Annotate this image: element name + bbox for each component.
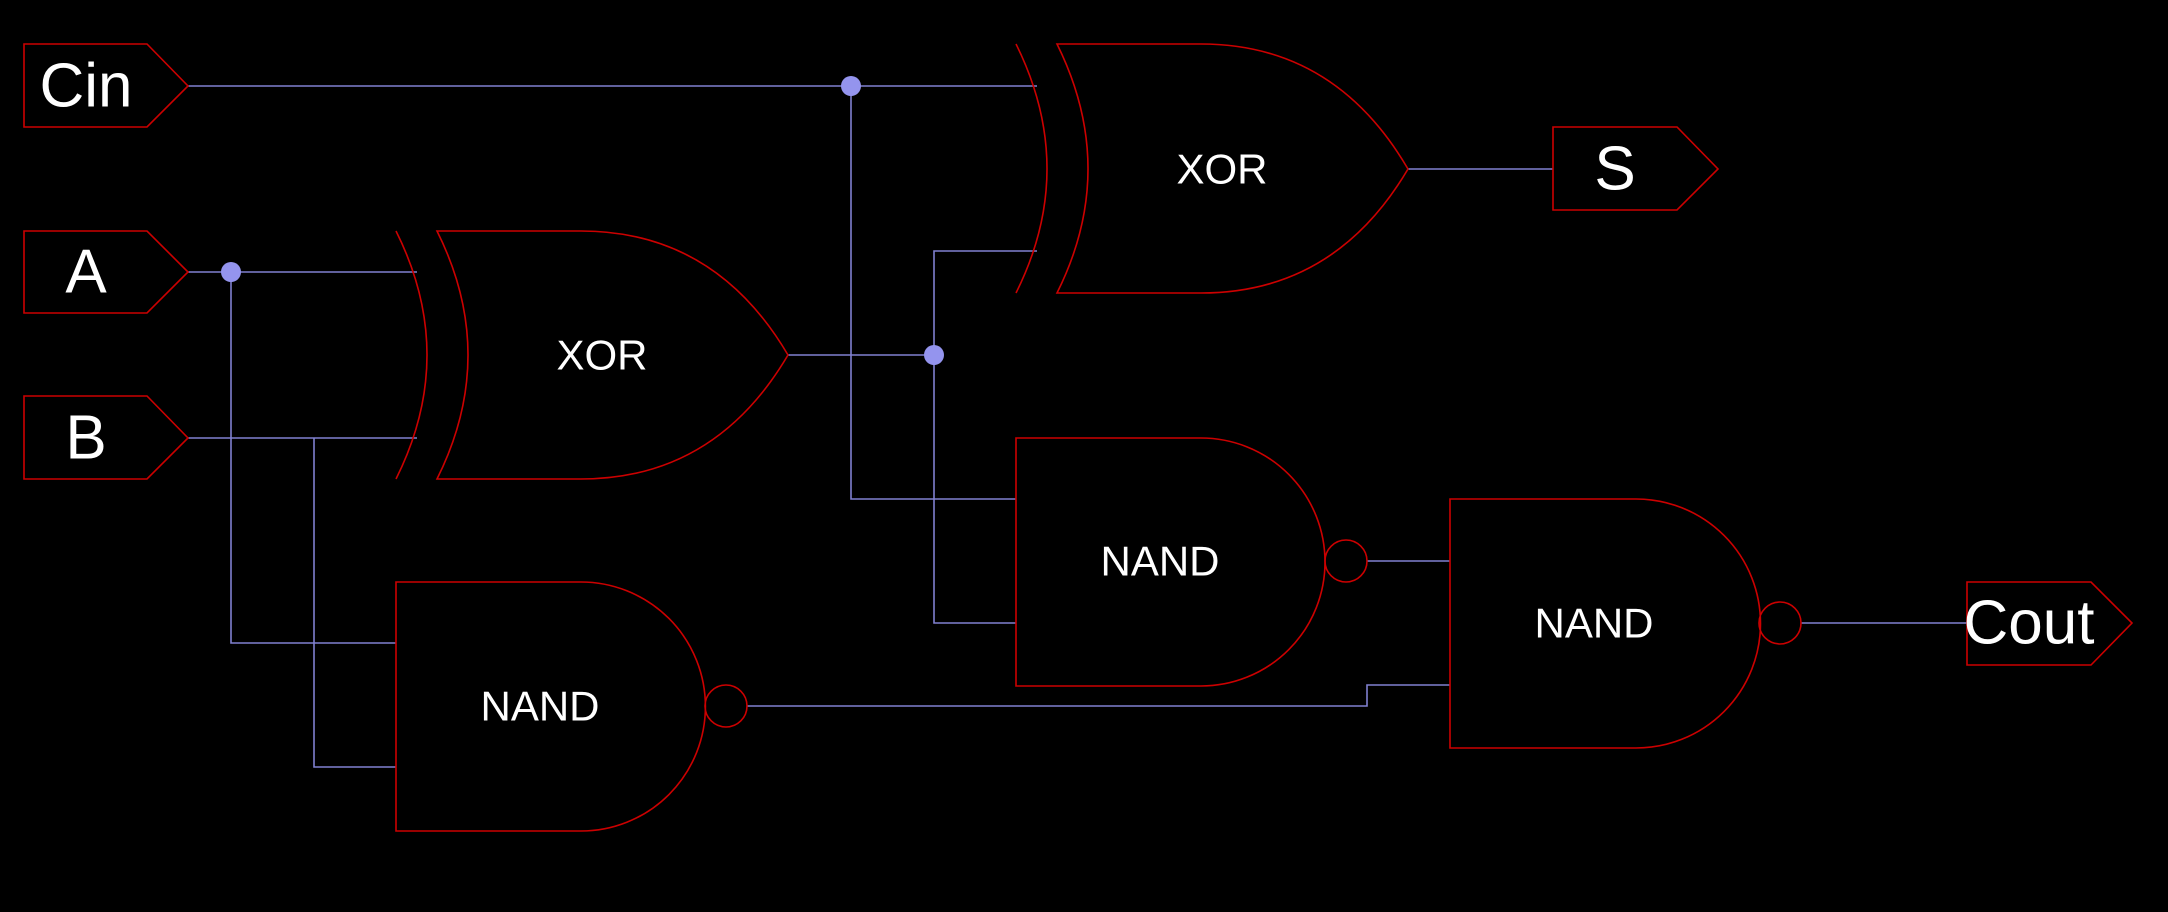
nand-gate-cx-body bbox=[1015, 437, 1326, 687]
input-label-cin: Cin bbox=[39, 52, 132, 121]
nand-gate-cx-bubble bbox=[1324, 539, 1368, 583]
wire-xor1-to-xor2 bbox=[933, 250, 1037, 355]
xor-gate-2: XOR bbox=[1015, 43, 1409, 294]
junction-cin bbox=[841, 76, 861, 96]
junction-xor1-out bbox=[924, 345, 944, 365]
output-port-s: S bbox=[1552, 126, 1720, 211]
wire-cin-to-nand-cx bbox=[850, 86, 1016, 500]
xor-gate-2-label: XOR bbox=[1176, 146, 1267, 193]
nand-gate-cx: NAND bbox=[1015, 437, 1368, 687]
wires bbox=[188, 85, 1967, 768]
nand-gate-ab-label: NAND bbox=[480, 683, 599, 730]
nand-gate-ab: NAND bbox=[395, 581, 748, 832]
input-port-cin: Cin bbox=[23, 43, 190, 128]
nand-gate-out-label: NAND bbox=[1534, 600, 1653, 647]
xor-gate-1-label: XOR bbox=[556, 332, 647, 379]
nand-gate-out: NAND bbox=[1449, 498, 1802, 749]
junctions bbox=[221, 76, 944, 365]
xor-gate-1-body bbox=[435, 230, 789, 480]
input-port-b: B bbox=[23, 395, 190, 480]
output-label-cout: Cout bbox=[1964, 589, 2095, 658]
wire-xor1-to-nand-cx bbox=[933, 355, 1016, 624]
xor-gate-2-back-curve bbox=[1015, 43, 1048, 294]
xor-gate-1-back-curve bbox=[395, 230, 428, 480]
nand-gate-out-bubble bbox=[1758, 601, 1802, 645]
nand-gate-ab-bubble bbox=[704, 684, 748, 728]
input-port-a: A bbox=[23, 230, 190, 314]
output-label-s: S bbox=[1594, 135, 1635, 204]
xor-gate-2-body bbox=[1055, 43, 1409, 294]
nand-gate-cx-label: NAND bbox=[1100, 538, 1219, 585]
junction-a bbox=[221, 262, 241, 282]
input-label-a: A bbox=[65, 238, 107, 307]
xor-gate-1: XOR bbox=[395, 230, 789, 480]
wire-nand-ab-to-nand-out bbox=[747, 684, 1450, 707]
wire-a-to-nand-ab bbox=[230, 272, 396, 644]
input-label-b: B bbox=[65, 404, 106, 473]
nand-gate-out-body bbox=[1449, 498, 1762, 749]
wire-b-to-nand-ab bbox=[313, 438, 396, 768]
output-port-cout: Cout bbox=[1964, 581, 2134, 666]
